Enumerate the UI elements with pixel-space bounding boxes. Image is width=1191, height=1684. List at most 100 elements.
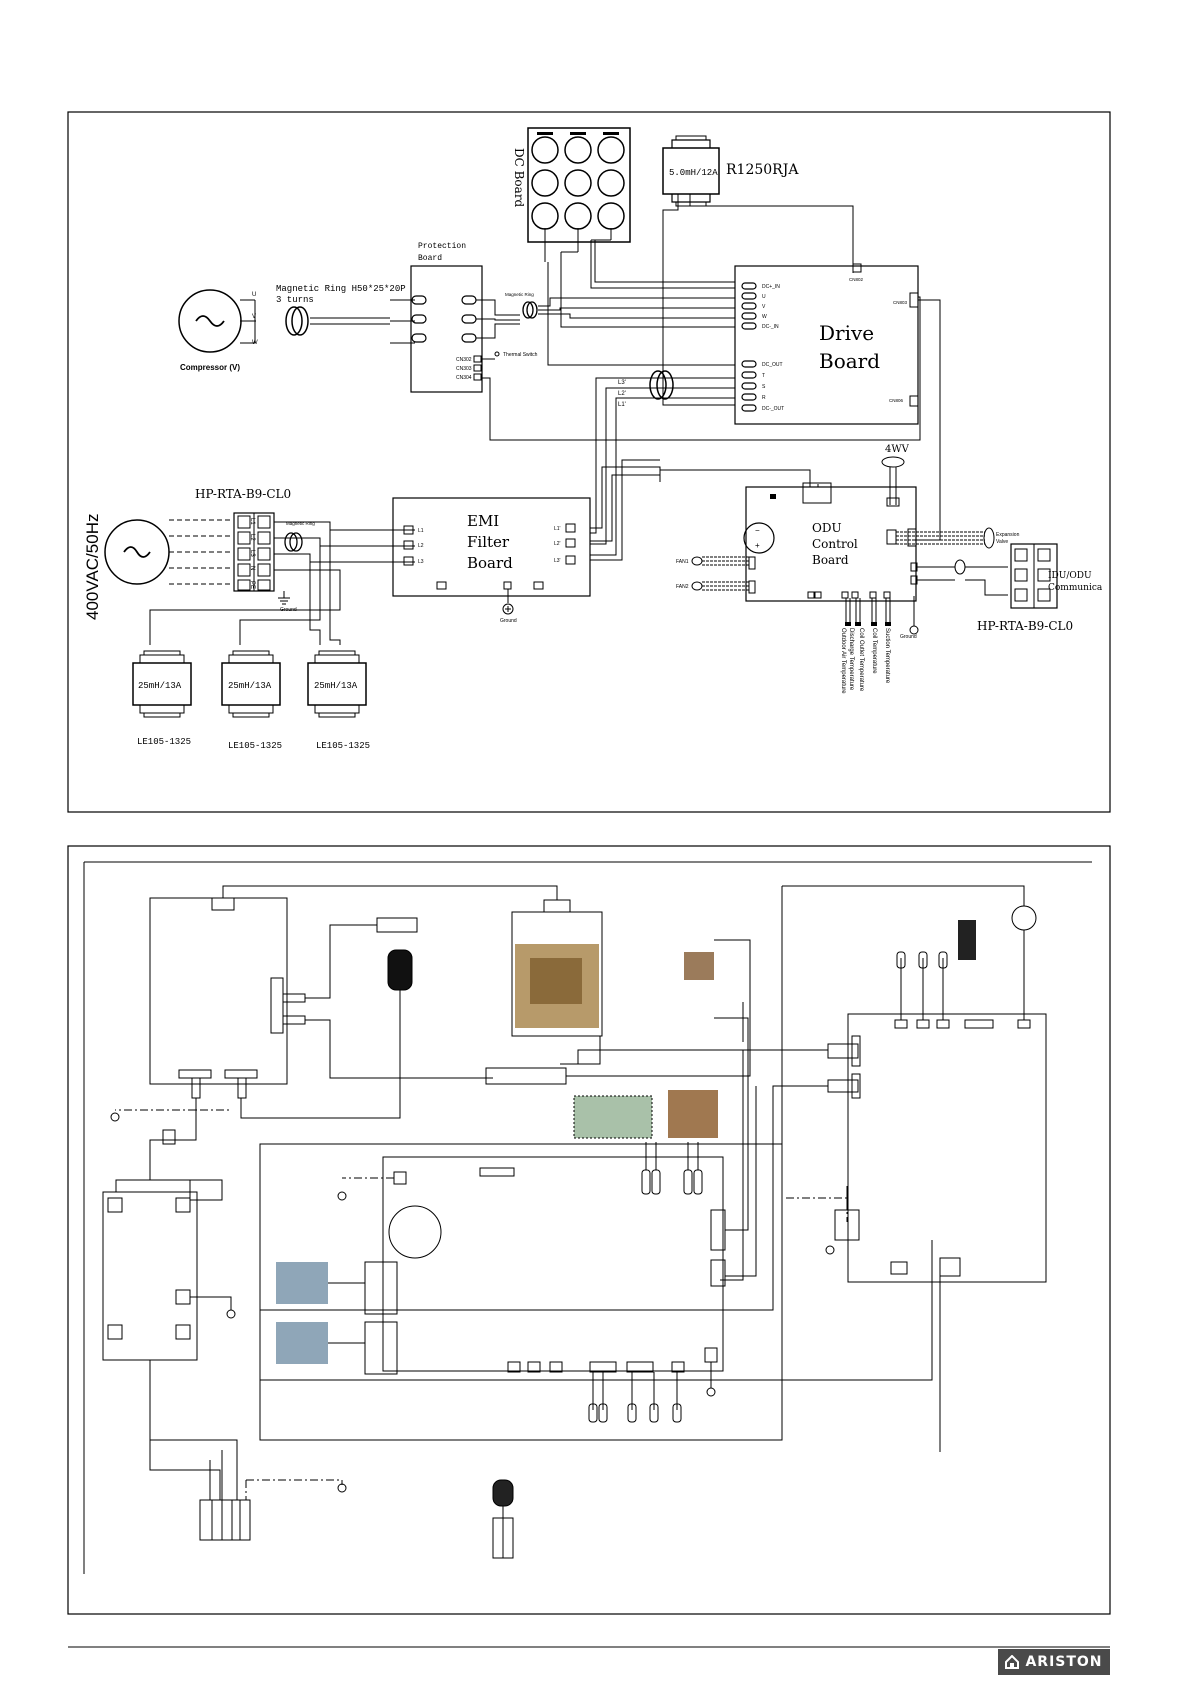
terminal-block-right-label: HP-RTA-B9-CL0 xyxy=(977,619,1073,633)
reactor-1-value: 25mH/13A xyxy=(138,681,182,691)
emi-in-l2: L2 xyxy=(418,543,424,549)
emi-phase-label-l1: L1' xyxy=(618,402,626,408)
drive-port-dc-out: DC_OUT xyxy=(762,362,783,368)
compressor-label: Compressor (V) xyxy=(180,363,240,372)
fan-connections: FAN1 FAN2 xyxy=(676,556,749,591)
expansion-valve-label-1: Expansion xyxy=(996,532,1020,538)
four-way-valve-label: 4WV xyxy=(885,444,910,455)
four-way-valve: 4WV xyxy=(881,444,910,507)
protection-board-label-1: Protection xyxy=(418,242,466,251)
top-wiring-diagram: DC Board 5.0mH/12A R1250RJA Compressor (… xyxy=(67,111,1111,813)
fan-1-pictorial xyxy=(276,1262,328,1304)
power-supply: 400VAC/50Hz xyxy=(83,514,230,620)
emi-phase-label-l3: L3' xyxy=(618,380,626,386)
reactor-1-model: LE105-1325 xyxy=(137,737,191,747)
power-supply-label: 400VAC/50Hz xyxy=(83,514,102,620)
protection-conn-2: CN303 xyxy=(456,366,472,372)
ground-emi-label: Ground xyxy=(500,618,517,624)
drive-conn-cn806: CN806 xyxy=(889,398,904,403)
odu-title-1: ODU xyxy=(812,521,842,535)
idu-odu-comm-1: IDU/ODU xyxy=(1048,571,1092,581)
reactor-3-value: 25mH/13A xyxy=(314,681,358,691)
sensors: Outdoor Air Temperature Discharge Temper… xyxy=(840,598,891,694)
fan1-label: FAN1 xyxy=(676,559,689,565)
terminal-l2: L2 xyxy=(249,534,255,541)
sensor-coil-outlet: Coil Outlet Temperature xyxy=(858,628,864,692)
reactor-3: 25mH/13A LE105-1325 xyxy=(307,650,370,751)
drive-port-dcminus-out: DC-_OUT xyxy=(762,406,784,412)
reactor-top-model: R1250RJA xyxy=(726,162,799,178)
drive-port-t: T xyxy=(762,373,765,379)
protection-conn-3: CN304 xyxy=(456,375,472,381)
drive-port-dcplus-in: DC+_IN xyxy=(762,284,780,290)
phase-ring xyxy=(649,370,674,400)
drive-board-title-1: Drive xyxy=(819,321,874,345)
emi-phase-label-l2: L2' xyxy=(618,391,626,397)
protection-board-label-2: Board xyxy=(418,254,442,263)
house-icon xyxy=(1005,1654,1020,1669)
emi-title-3: Board xyxy=(467,554,513,572)
drive-board-title-2: Board xyxy=(819,349,880,373)
sensor-outdoor-air: Outdoor Air Temperature xyxy=(840,628,846,694)
sensor-discharge: Discharge Temperature xyxy=(848,628,854,691)
idu-odu-comm-2: Communica xyxy=(1048,583,1103,593)
sensor-coil: Coil Temperature xyxy=(871,628,877,674)
terminal-block-left: HP-RTA-B9-CL0 L1 L2 L3 N PE Ground xyxy=(195,487,297,613)
brand-name: ARISTON xyxy=(1025,1654,1103,1670)
compressor-pictorial xyxy=(387,949,413,991)
terminal-box-pictorial xyxy=(102,1191,198,1361)
emi-out-l2: L2' xyxy=(554,541,561,547)
magnetic-ring-label: Magnetic Ring H50*25*20P xyxy=(276,284,406,294)
emi-title-1: EMI xyxy=(467,512,499,530)
compressor-phase-v: V xyxy=(252,314,256,320)
odu-title-2: Control xyxy=(812,537,858,551)
sensor-suction: Suction Temperature xyxy=(884,628,890,684)
emi-filter-board: EMI Filter Board L1 L2 L3 L1' L2' L3' Gr… xyxy=(392,497,591,624)
terminal-n: N xyxy=(249,566,255,570)
small-magnetic-ring: Magnetic Ring xyxy=(505,292,538,319)
svg-text:−: − xyxy=(755,526,760,535)
terminal-l3: L3 xyxy=(249,550,255,557)
dc-board-label: DC Board xyxy=(512,148,526,208)
drive-conn-cn803: CN803 xyxy=(893,300,908,305)
drive-board-pictorial xyxy=(149,897,288,1085)
thermal-switch-label: Thermal Switch xyxy=(503,352,538,358)
ariston-logo: ARISTON xyxy=(998,1649,1110,1675)
ground-odu-label: Ground xyxy=(900,634,917,640)
bottom-wiring-diagram xyxy=(67,845,1111,1648)
svg-text:+: + xyxy=(755,541,760,550)
drive-board: Drive Board DC+_IN U V W DC-_IN DC_OUT T… xyxy=(734,263,941,541)
drive-port-v: V xyxy=(762,304,766,310)
dc-board: DC Board xyxy=(512,127,631,243)
expansion-valve-label-2: Valve xyxy=(996,539,1008,545)
drive-port-u: U xyxy=(762,294,766,300)
terminal-block-left-label: HP-RTA-B9-CL0 xyxy=(195,487,291,501)
reactor-2: 25mH/13A LE105-1325 xyxy=(221,650,282,751)
reactor-top-value: 5.0mH/12A xyxy=(669,168,718,178)
reactor-3-model: LE105-1325 xyxy=(316,741,370,751)
drive-port-w: W xyxy=(762,314,767,320)
terminal-l1: L1 xyxy=(249,518,255,525)
reactor-2-model: LE105-1325 xyxy=(228,741,282,751)
reactor-2-value: 25mH/13A xyxy=(228,681,272,691)
emi-in-l1: L1 xyxy=(418,528,424,534)
terminal-block-right: IDU/ODU Communica HP-RTA-B9-CL0 xyxy=(917,543,1103,633)
protection-board: Protection Board CN302 CN303 CN304 Therm… xyxy=(410,242,538,393)
emi-in-l3: L3 xyxy=(418,559,424,565)
terminal-pe: PE xyxy=(249,581,255,589)
drive-conn-cn802: CN802 xyxy=(849,277,864,282)
magnetic-ring-turns: 3 turns xyxy=(276,295,314,305)
odu-title-3: Board xyxy=(812,553,849,567)
odu-control-board: ODU Control Board − + xyxy=(743,482,918,602)
terminal-ring-label: Magnetic Ring xyxy=(286,521,315,526)
emi-out-l1: L1' xyxy=(554,526,561,532)
small-ring-label: Magnetic Ring xyxy=(505,292,534,297)
expansion-valve: Expansion Valve xyxy=(896,527,1020,549)
odu-board-pictorial xyxy=(382,1156,724,1372)
protection-conn-1: CN302 xyxy=(456,357,472,363)
reactor-top: 5.0mH/12A R1250RJA xyxy=(662,135,799,207)
fan2-label: FAN2 xyxy=(676,584,689,590)
magnetic-ring: Magnetic Ring H50*25*20P 3 turns xyxy=(276,284,406,336)
fan-2-pictorial xyxy=(276,1322,328,1364)
